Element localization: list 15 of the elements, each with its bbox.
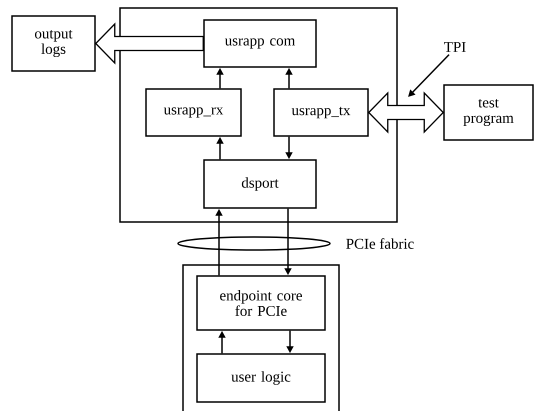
- module-box: usrapp_tx: [273, 88, 369, 137]
- module-box: usrapp com: [203, 19, 317, 68]
- core-box: endpoint core for PCIe: [196, 275, 326, 331]
- module-box: usrapp_rx: [145, 88, 242, 137]
- host-box: [119, 7, 398, 223]
- block-arrow: [94, 22, 204, 65]
- logic-box: user logic: [196, 353, 326, 403]
- module-box: dsport: [203, 159, 317, 209]
- device-box: [182, 264, 340, 411]
- output-box: output logs: [11, 15, 96, 72]
- tpi-label: TPI: [444, 42, 466, 52]
- fabric-label: PCIe fabric: [346, 238, 414, 249]
- program-box: test program: [443, 84, 534, 141]
- fabric-ellipse: [177, 236, 331, 251]
- leader-arrow: [408, 54, 450, 97]
